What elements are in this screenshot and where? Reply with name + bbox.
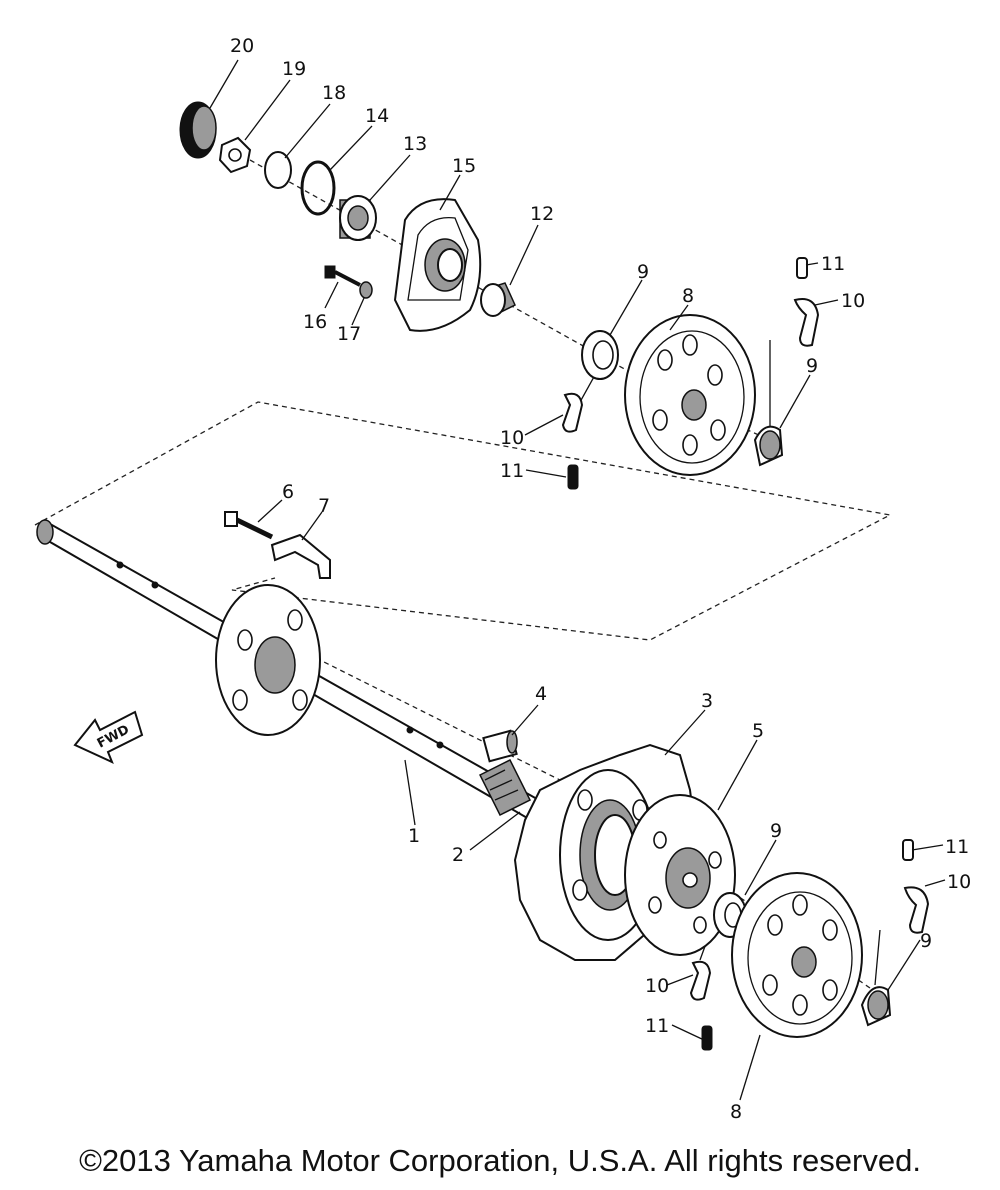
callout-18: 18 xyxy=(322,82,346,104)
part-16-bolt xyxy=(324,265,361,287)
callout-12: 12 xyxy=(530,203,554,225)
shaft-wheel xyxy=(215,584,321,736)
callout-14: 14 xyxy=(365,105,389,127)
part-9-collar-right-upper xyxy=(753,425,784,467)
part-18-washer xyxy=(264,151,292,189)
callout-13: 13 xyxy=(403,133,427,155)
callout-9-upper: 9 xyxy=(637,261,649,283)
callout-11-upper-right: 11 xyxy=(821,253,845,275)
callout-7: 7 xyxy=(318,495,330,517)
callout-8-lower: 8 xyxy=(730,1101,742,1123)
part-19-nut xyxy=(218,136,252,174)
callout-15: 15 xyxy=(452,155,476,177)
callout-20: 20 xyxy=(230,35,254,57)
callout-19: 19 xyxy=(282,58,306,80)
callout-10-upper-right: 10 xyxy=(841,290,865,312)
part-7-bracket xyxy=(270,533,331,579)
part-13-bearing xyxy=(339,195,377,241)
callout-1: 1 xyxy=(408,825,420,847)
part-4-spacer xyxy=(482,729,518,763)
part-17-washer xyxy=(359,281,373,299)
part-10-clamp-lower-right xyxy=(903,886,930,934)
part-11-bolt-lower-right xyxy=(902,839,914,861)
part-12-bushing xyxy=(480,282,516,317)
leader-lines xyxy=(209,59,946,1101)
part-10-clamp-upper-left xyxy=(561,392,584,433)
part-14-circlip xyxy=(300,160,336,216)
fwd-arrow-icon: FWD xyxy=(73,710,144,764)
part-11-bolt-upper-left xyxy=(567,464,579,490)
callout-6: 6 xyxy=(282,481,294,503)
exploded-parts-diagram: FWD 20 19 18 1 xyxy=(34,35,971,1123)
part-8-idler-wheel-upper xyxy=(624,314,756,476)
part-9-collar-lower-right xyxy=(860,986,892,1027)
callout-2: 2 xyxy=(452,844,464,866)
part-20-seal xyxy=(179,101,217,159)
part-10-clamp-upper-right xyxy=(793,298,820,347)
part-6-bolt xyxy=(224,511,274,540)
callout-11-lower-right: 11 xyxy=(945,836,969,858)
callout-10-lower-left: 10 xyxy=(645,975,669,997)
callout-11-lower-left: 11 xyxy=(645,1015,669,1037)
copyright-notice: ©2013 Yamaha Motor Corporation, U.S.A. A… xyxy=(79,1143,921,1178)
callout-16: 16 xyxy=(303,311,327,333)
part-5-drive-wheel xyxy=(624,794,736,956)
callout-10-upper-left: 10 xyxy=(500,427,524,449)
callout-4: 4 xyxy=(535,683,547,705)
part-11-bolt-lower-left xyxy=(701,1025,713,1051)
callout-9-lower-left: 9 xyxy=(770,820,782,842)
part-9-collar-upper xyxy=(581,330,619,380)
callout-5: 5 xyxy=(752,720,764,742)
callout-10-lower-right: 10 xyxy=(947,871,971,893)
callout-9-upper-right: 9 xyxy=(806,355,818,377)
callout-8-upper: 8 xyxy=(682,285,694,307)
part-11-bolt-upper-right xyxy=(796,257,808,279)
part-15-bearing-housing xyxy=(393,198,482,332)
callout-9-lower-right: 9 xyxy=(920,930,932,952)
part-10-clamp-lower-left xyxy=(689,960,712,1001)
callout-11-upper-left: 11 xyxy=(500,460,524,482)
callout-17: 17 xyxy=(337,323,361,345)
callout-3: 3 xyxy=(701,690,713,712)
callout-labels: 20 19 18 14 13 15 12 16 17 9 8 11 10 9 1… xyxy=(230,35,971,1123)
part-8-idler-wheel-lower xyxy=(731,872,863,1038)
